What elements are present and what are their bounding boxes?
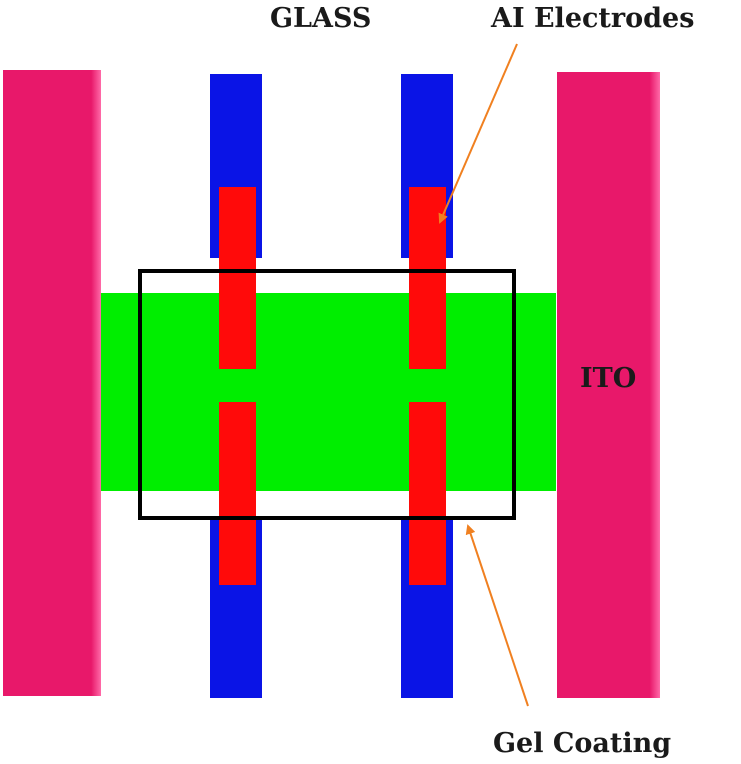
ito-label: ITO <box>580 363 636 394</box>
ito-plate-right <box>557 72 660 698</box>
electrode-top-right <box>409 187 446 369</box>
electrode-bottom-right <box>409 402 446 585</box>
glass-label: GLASS <box>270 3 371 34</box>
electrodes-arrow <box>438 43 518 224</box>
gel-coating-arrow <box>465 524 529 707</box>
electrodes-label: AI Electrodes <box>490 3 694 34</box>
ito-plate-left <box>3 70 101 696</box>
electrode-top-left <box>219 187 256 369</box>
gel-coating-region <box>101 293 556 491</box>
gel-coating-outline <box>138 269 516 520</box>
electrode-bottom-left <box>219 402 256 585</box>
gel-coating-label: Gel Coating <box>493 728 671 759</box>
